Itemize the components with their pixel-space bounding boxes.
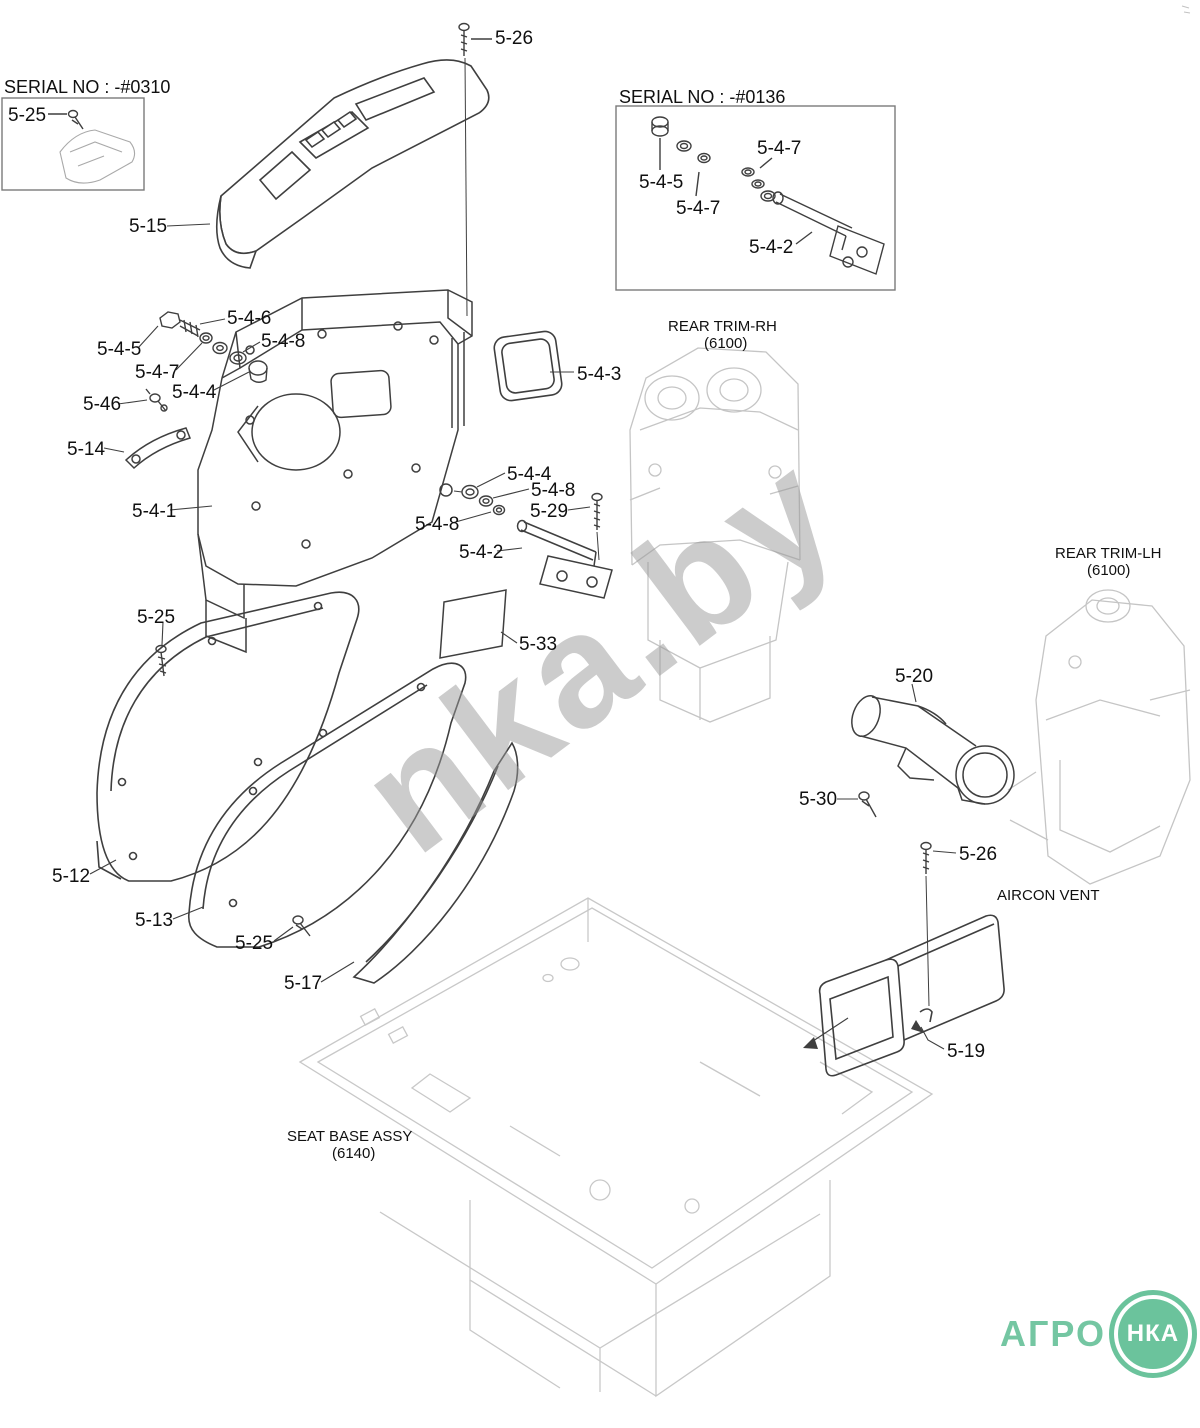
hinge-5-4-2-art [496, 519, 613, 599]
console-5-15-art [215, 59, 490, 269]
text-label-serial-no-0310: SERIAL NO : -#0310 [4, 77, 171, 97]
part-label-5-25: 5-25 [8, 105, 47, 126]
text-label-6100: (6100) [704, 335, 748, 352]
bolt-5-25-serial-art [48, 109, 84, 130]
washer-chain-right-art [451, 472, 530, 524]
part-label-5-4-5: 5-4-5 [639, 172, 684, 193]
part-label-5-30: 5-30 [799, 789, 838, 810]
serial-box-0136-parts [651, 116, 885, 275]
plate-5-33-art [439, 589, 518, 659]
part-label-5-4-8: 5-4-8 [531, 480, 576, 501]
text-label-aircon-vent: AIRCON VENT [997, 887, 1100, 904]
serial-box-0310-sketch [59, 129, 136, 184]
part-label-5-20: 5-20 [895, 666, 934, 687]
rear-trim-lh-art [1007, 589, 1191, 885]
part-label-5-25: 5-25 [137, 607, 176, 628]
part-label-5-4-4: 5-4-4 [507, 464, 552, 485]
part-label-5-26: 5-26 [959, 844, 998, 865]
cover-5-12-art [89, 591, 360, 882]
text-label-serial-no-0136: SERIAL NO : -#0136 [619, 87, 786, 107]
leader-5-15 [166, 223, 211, 227]
part-label-5-33: 5-33 [519, 634, 558, 655]
logo-agro-text: АГРО [1000, 1313, 1106, 1354]
part-label-5-15: 5-15 [129, 216, 168, 237]
gasket-5-4-3-art [493, 330, 574, 402]
trim-5-17-art [320, 741, 519, 984]
text-label-seat-base-assy: SEAT BASE ASSY [287, 1128, 413, 1145]
bolt-5-46-art [117, 388, 168, 412]
part-label-5-25: 5-25 [235, 933, 274, 954]
part-label-5-4-7: 5-4-7 [135, 362, 180, 383]
bolt-5-25-bottom-art [273, 915, 311, 942]
logo-ring: НКА [1108, 1290, 1197, 1378]
part-label-5-4-5: 5-4-5 [97, 339, 142, 360]
part-label-5-19: 5-19 [947, 1041, 986, 1062]
text-label-rear-trim-lh: REAR TRIM-LH [1055, 545, 1162, 562]
part-label-5-4-7: 5-4-7 [676, 198, 721, 219]
part-label-5-4-7: 5-4-7 [757, 138, 802, 159]
part-label-5-4-6: 5-4-6 [227, 308, 272, 329]
part-label-5-13: 5-13 [135, 910, 174, 931]
bolt-5-25-mid-art [155, 621, 167, 677]
text-label-rear-trim-rh: REAR TRIM-RH [668, 318, 777, 335]
part-label-5-26: 5-26 [495, 28, 534, 49]
part-label-5-4-8: 5-4-8 [415, 514, 460, 535]
text-label-6140: (6140) [332, 1145, 376, 1162]
part-label-5-4-3: 5-4-3 [577, 364, 622, 385]
serial-box-0310 [1, 97, 145, 191]
serial-box-0136 [615, 105, 896, 291]
agro-nka-logo: АГРО НКА [1000, 1290, 1197, 1378]
duct-5-20-art [851, 683, 1015, 805]
bolt-5-30-art [837, 791, 877, 818]
cover-5-13-art [172, 662, 467, 948]
rear-trim-rh-art [629, 347, 801, 723]
bolt-5-29-art [567, 492, 603, 561]
part-label-5-14: 5-14 [67, 439, 106, 460]
part-label-5-12: 5-12 [52, 866, 91, 887]
part-label-5-29: 5-29 [530, 501, 569, 522]
aircon-vent-5-19-art [803, 914, 1005, 1077]
bolt-5-26-right-art [920, 841, 957, 1007]
seat-base-art [298, 897, 934, 1398]
text-label-6100: (6100) [1087, 562, 1131, 579]
frame-5-4-1-art [169, 289, 473, 654]
part-label-5-4-8: 5-4-8 [261, 331, 306, 352]
part-label-5-4-2: 5-4-2 [749, 237, 794, 258]
part-label-5-4-4: 5-4-4 [172, 382, 217, 403]
bolt-5-26-top-art [458, 22, 492, 317]
part-label-5-46: 5-46 [83, 394, 122, 415]
logo-nka-text: НКА [1117, 1299, 1188, 1369]
part-label-5-4-2: 5-4-2 [459, 542, 504, 563]
corner-mark [1181, 5, 1191, 14]
hardware-cluster-left-art [137, 311, 268, 391]
part-label-5-17: 5-17 [284, 973, 323, 994]
part-label-5-4-1: 5-4-1 [132, 501, 177, 522]
bracket-5-14-art [103, 427, 192, 470]
